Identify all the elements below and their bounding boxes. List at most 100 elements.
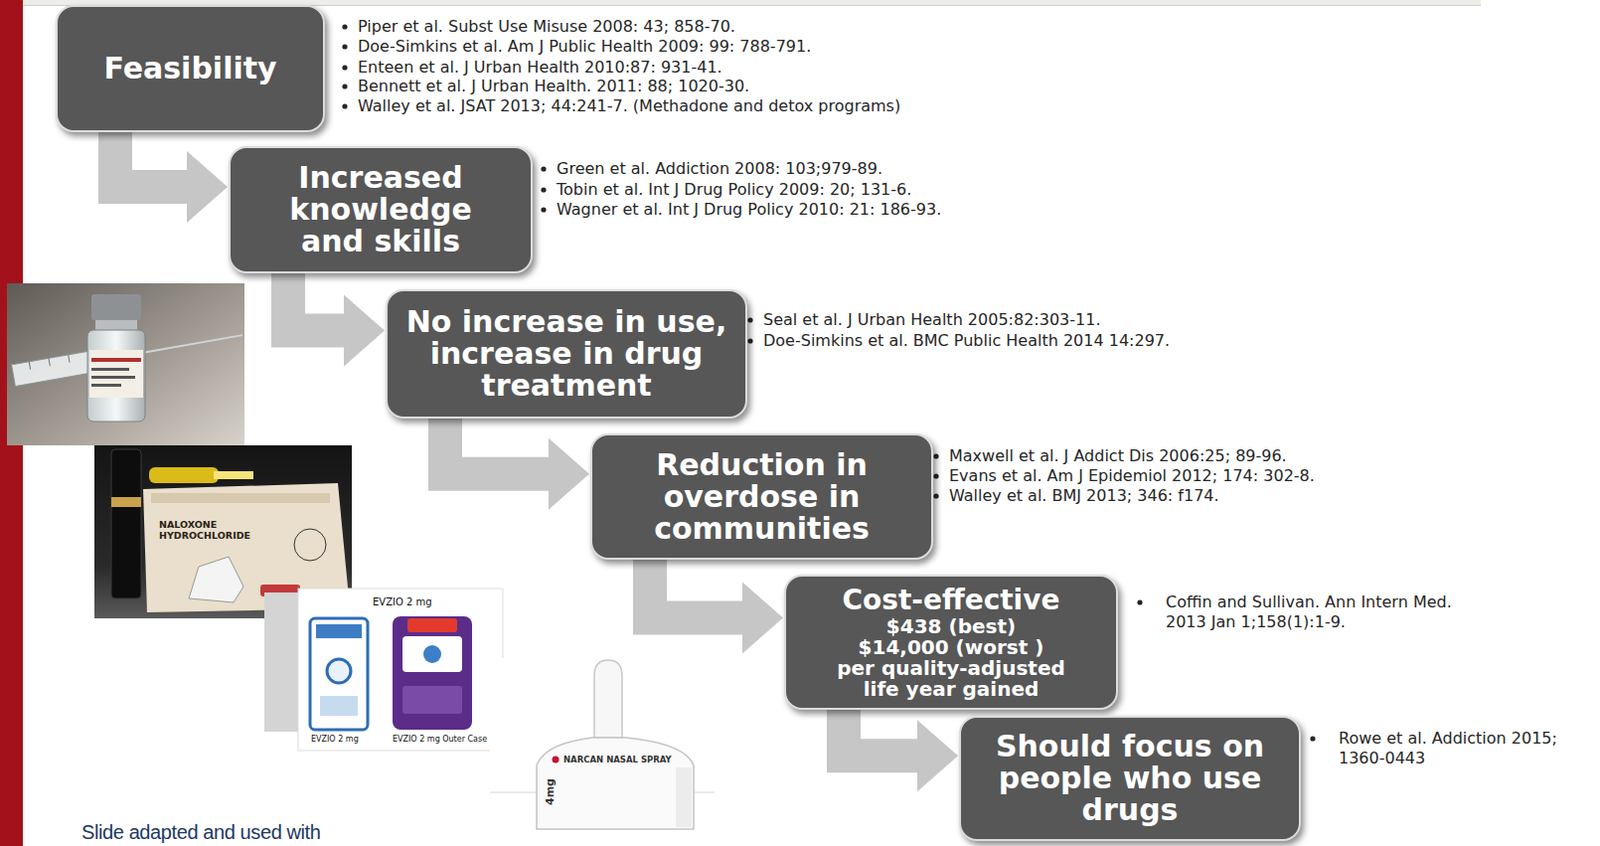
narcan-spray-photo <box>675 767 692 827</box>
list-bullet <box>933 492 939 498</box>
box-title: Feasibility <box>103 52 277 85</box>
narcan-spray-photo <box>552 756 560 764</box>
reference-citation: Walley et al. JSAT 2013; 44:241-7. (Meth… <box>357 96 901 117</box>
narcan-spray-photo <box>489 657 715 839</box>
naloxone-vial-photo <box>91 375 136 379</box>
naloxone-vial-photo <box>6 283 245 446</box>
evzio-photo <box>407 618 458 633</box>
naloxone-vial-photo <box>91 367 130 371</box>
list-bullet <box>341 43 347 49</box>
box-text: $438 (best) <box>886 616 1016 638</box>
bullet-group <box>341 23 1315 741</box>
naloxone-vial-photo <box>68 354 70 363</box>
flow-arrow <box>115 132 228 223</box>
reference-citation: Doe-Simkins et al. Am J Public Health 20… <box>357 36 811 57</box>
reference-citation: Evans et al. Am J Epidemiol 2012; 174: 3… <box>949 466 1315 486</box>
arrow-head <box>742 582 784 654</box>
list-bullet <box>540 165 546 171</box>
naloxone-vial-photo <box>91 294 142 320</box>
naloxone-vial-photo <box>28 361 30 370</box>
arrow-shaft <box>843 709 918 756</box>
evzio-photo <box>423 644 442 663</box>
list-bullet <box>747 317 753 322</box>
reference-citation: Enteen et al. J Urban Health 2010:87: 93… <box>357 57 723 78</box>
photo-caption: EVZIO 2 mg Outer Case <box>392 734 487 745</box>
evzio-photo <box>320 695 358 716</box>
flow-arrow <box>649 559 784 654</box>
box-title: Cost-effective <box>842 584 1061 617</box>
list-bullet <box>341 83 347 89</box>
reference-citation: Coffin and Sullivan. Ann Intern Med. 201… <box>1165 592 1474 633</box>
reference-citation: Walley et al. BMJ 2013; 346: f174. <box>949 485 1220 506</box>
reference-citation: Doe-Simkins et al. BMC Public Health 201… <box>763 330 1170 351</box>
narcan-spray-photo <box>536 737 694 829</box>
box-title: No increase in use, increase in drug tre… <box>395 306 738 402</box>
evzio-photo <box>402 685 463 714</box>
naloxone-kit-photo <box>149 467 219 483</box>
arrow-shaft <box>288 273 344 331</box>
list-bullet <box>747 337 753 343</box>
arrow-shaft <box>649 559 743 619</box>
reference-citation: Piper et al. Subst Use Misuse 2008: 43; … <box>357 16 736 37</box>
naloxone-kit-photo <box>151 492 330 503</box>
list-bullet <box>933 453 939 459</box>
evzio-photo <box>298 588 503 751</box>
naloxone-kit-photo <box>213 471 254 480</box>
process-box: Cost-effective$438 (best)$14,000 (worst … <box>784 574 1119 710</box>
product-label: NARCAN NASAL SPRAY <box>563 754 672 765</box>
evzio-photo <box>264 588 503 751</box>
naloxone-vial-photo <box>91 383 122 387</box>
naloxone-kit-photo <box>294 528 326 561</box>
arrow-head <box>548 438 590 510</box>
box-title: Increased knowledge and skills <box>271 161 490 258</box>
reference-citation: Rowe et al. Addiction 2015; 1360-0443 <box>1338 728 1593 769</box>
arrow-head <box>186 151 228 223</box>
evzio-photo <box>392 616 473 730</box>
narcan-spray-photo <box>594 659 623 738</box>
naloxone-vial-photo <box>89 349 144 398</box>
flow-arrow <box>843 709 959 792</box>
process-box: Reduction in overdose in communities <box>590 433 934 560</box>
narcan-spray-photo <box>489 657 715 839</box>
reference-citation: Maxwell et al. J Addict Dis 2006:25; 89-… <box>949 446 1287 467</box>
process-box: Increased knowledge and skills <box>228 146 533 274</box>
naloxone-vial-photo <box>144 334 242 352</box>
arrow-shaft <box>445 418 549 475</box>
list-bullet <box>933 473 939 479</box>
reference-citation: Tobin et al. Int J Drug Policy 2009: 20;… <box>556 179 912 200</box>
reference-citation: Bennett et al. J Urban Health. 2011: 88;… <box>357 76 750 97</box>
list-bullet <box>341 103 347 109</box>
list-bullet <box>1136 599 1142 605</box>
evzio-photo <box>316 624 362 639</box>
evzio-photo <box>326 658 351 683</box>
naloxone-vial-photo <box>48 357 50 366</box>
box-title: Reduction in overdose in communities <box>600 449 924 545</box>
process-box: Should focus on people who use drugs <box>959 715 1301 841</box>
list-bullet <box>1309 735 1315 741</box>
arrow-shaft <box>115 132 187 187</box>
list-bullet <box>341 64 347 70</box>
process-box: No increase in use, increase in drug tre… <box>385 289 748 419</box>
list-bullet <box>341 23 347 29</box>
reference-citation: Seal et al. J Urban Health 2005:82:303-1… <box>763 310 1101 330</box>
product-label: EVZIO 2 mg <box>372 596 433 609</box>
naloxone-vial-photo <box>87 329 146 422</box>
list-bullet <box>540 186 546 192</box>
flow-arrow <box>288 273 385 367</box>
product-label: 4mg <box>543 778 557 805</box>
naloxone-vial-photo <box>6 283 245 446</box>
product-label: NALOXONE HYDROCHLORIDE <box>159 518 264 541</box>
naloxone-kit-photo <box>111 496 142 507</box>
naloxone-kit-photo <box>188 556 244 603</box>
footer-note: Slide adapted and used with <box>81 820 321 843</box>
box-text: $14,000 (worst ) <box>858 637 1045 658</box>
box-text: per quality-adjusted life year gained <box>826 657 1076 700</box>
arrow-head <box>917 719 959 792</box>
flow-arrow <box>445 418 590 510</box>
process-box: Feasibility <box>55 4 325 133</box>
box-title: Should focus on people who use drugs <box>968 730 1291 826</box>
list-bullet <box>540 206 546 212</box>
naloxone-vial-photo <box>95 320 138 330</box>
naloxone-vial-photo <box>91 357 142 362</box>
